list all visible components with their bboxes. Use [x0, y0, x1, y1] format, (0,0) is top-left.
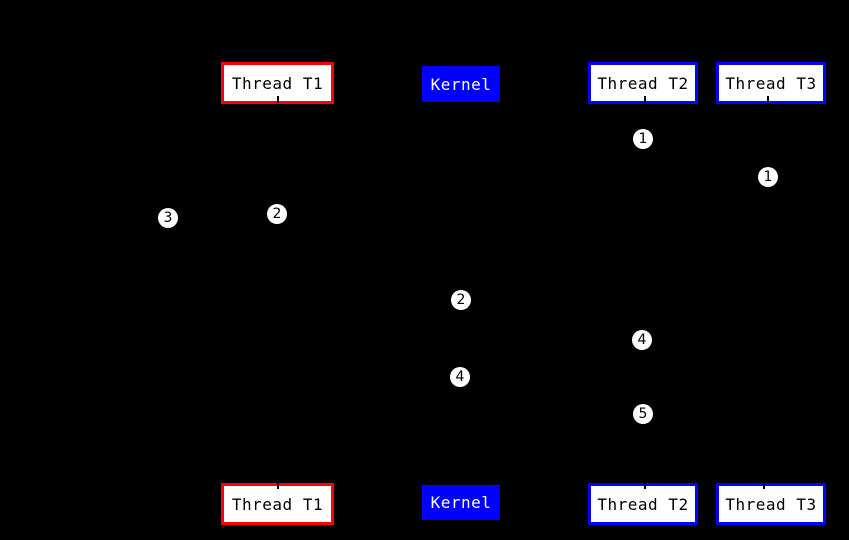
box-kernel-top-label: Kernel	[430, 74, 492, 94]
step-marker-1: 1	[633, 129, 653, 149]
step-marker-2: 2	[267, 204, 287, 224]
step-marker-5: 5	[633, 404, 653, 424]
lifeline-stub	[767, 96, 769, 103]
box-thread-t2-top: Thread T2	[588, 62, 698, 104]
lifeline-stub	[644, 96, 646, 103]
box-thread-t1-bottom-label: Thread T1	[231, 494, 324, 514]
box-thread-t1-bottom: Thread T1	[221, 483, 334, 525]
lifeline-stub	[277, 482, 279, 489]
step-marker-2: 2	[451, 290, 471, 310]
box-thread-t2-top-label: Thread T2	[597, 73, 689, 93]
box-kernel-bottom-label: Kernel	[430, 493, 492, 512]
step-marker-4: 4	[450, 367, 470, 387]
step-marker-4: 4	[632, 330, 652, 350]
box-thread-t3-top-label: Thread T3	[725, 73, 817, 93]
box-thread-t2-bottom-label: Thread T2	[597, 494, 689, 514]
box-thread-t3-top: Thread T3	[716, 62, 826, 104]
step-marker-1: 1	[758, 167, 778, 187]
box-kernel-top: Kernel	[422, 66, 500, 102]
lifeline-stub	[644, 482, 646, 489]
lifeline-stub	[763, 482, 765, 489]
box-thread-t3-bottom-label: Thread T3	[725, 494, 817, 514]
box-thread-t2-bottom: Thread T2	[588, 483, 698, 525]
box-kernel-bottom: Kernel	[422, 485, 500, 520]
lifeline-stub	[277, 96, 279, 103]
box-thread-t3-bottom: Thread T3	[716, 483, 826, 525]
box-thread-t1-top-label: Thread T1	[231, 73, 324, 93]
step-marker-3: 3	[158, 208, 178, 228]
